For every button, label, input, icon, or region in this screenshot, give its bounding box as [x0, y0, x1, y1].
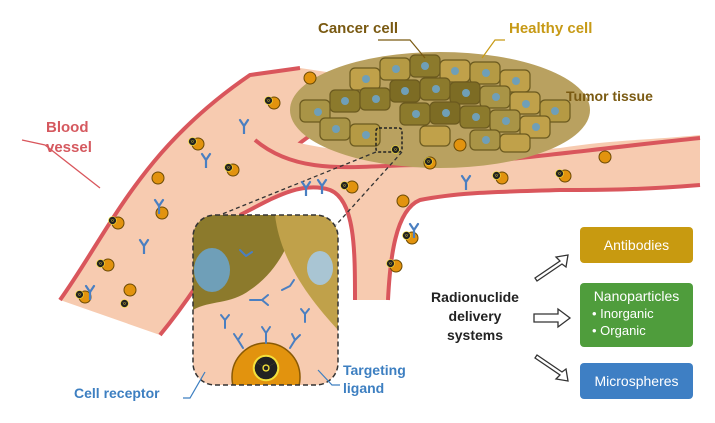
tumor-tissue: [290, 52, 590, 168]
label-ligand-line1: Targeting: [343, 362, 406, 378]
label-radio-line1: Radionuclide: [431, 289, 519, 305]
label-tumor-tissue: Tumor tissue: [566, 88, 653, 104]
zoom-inset: [192, 214, 339, 386]
arrow-right-outline-icon: [533, 254, 572, 382]
microspheres-box: Microspheres: [580, 363, 693, 399]
label-targeting-ligand: Targeting ligand: [343, 361, 406, 397]
label-radionuclide-delivery-systems: Radionuclide delivery systems: [420, 288, 530, 345]
label-blood-line2: vessel: [46, 139, 92, 156]
label-blood-line1: Blood: [46, 119, 89, 136]
nanoparticle-type-inorganic: • Inorganic: [592, 306, 654, 321]
nanoparticles-title: Nanoparticles: [593, 288, 680, 304]
antibodies-box: Antibodies: [580, 227, 693, 263]
label-radio-line2: delivery: [448, 308, 502, 324]
nanoparticles-box: Nanoparticles • Inorganic • Organic: [580, 283, 693, 347]
label-cell-receptor: Cell receptor: [74, 385, 160, 401]
label-blood-vessel: Blood vessel: [46, 118, 92, 158]
label-radio-line3: systems: [446, 327, 504, 343]
label-cancer-cell: Cancer cell: [318, 20, 399, 37]
nanoparticle-type-organic: • Organic: [592, 323, 646, 338]
label-ligand-line2: ligand: [343, 380, 385, 396]
label-healthy-cell: Healthy cell: [509, 20, 593, 37]
zoom-source-marker: [375, 127, 403, 153]
